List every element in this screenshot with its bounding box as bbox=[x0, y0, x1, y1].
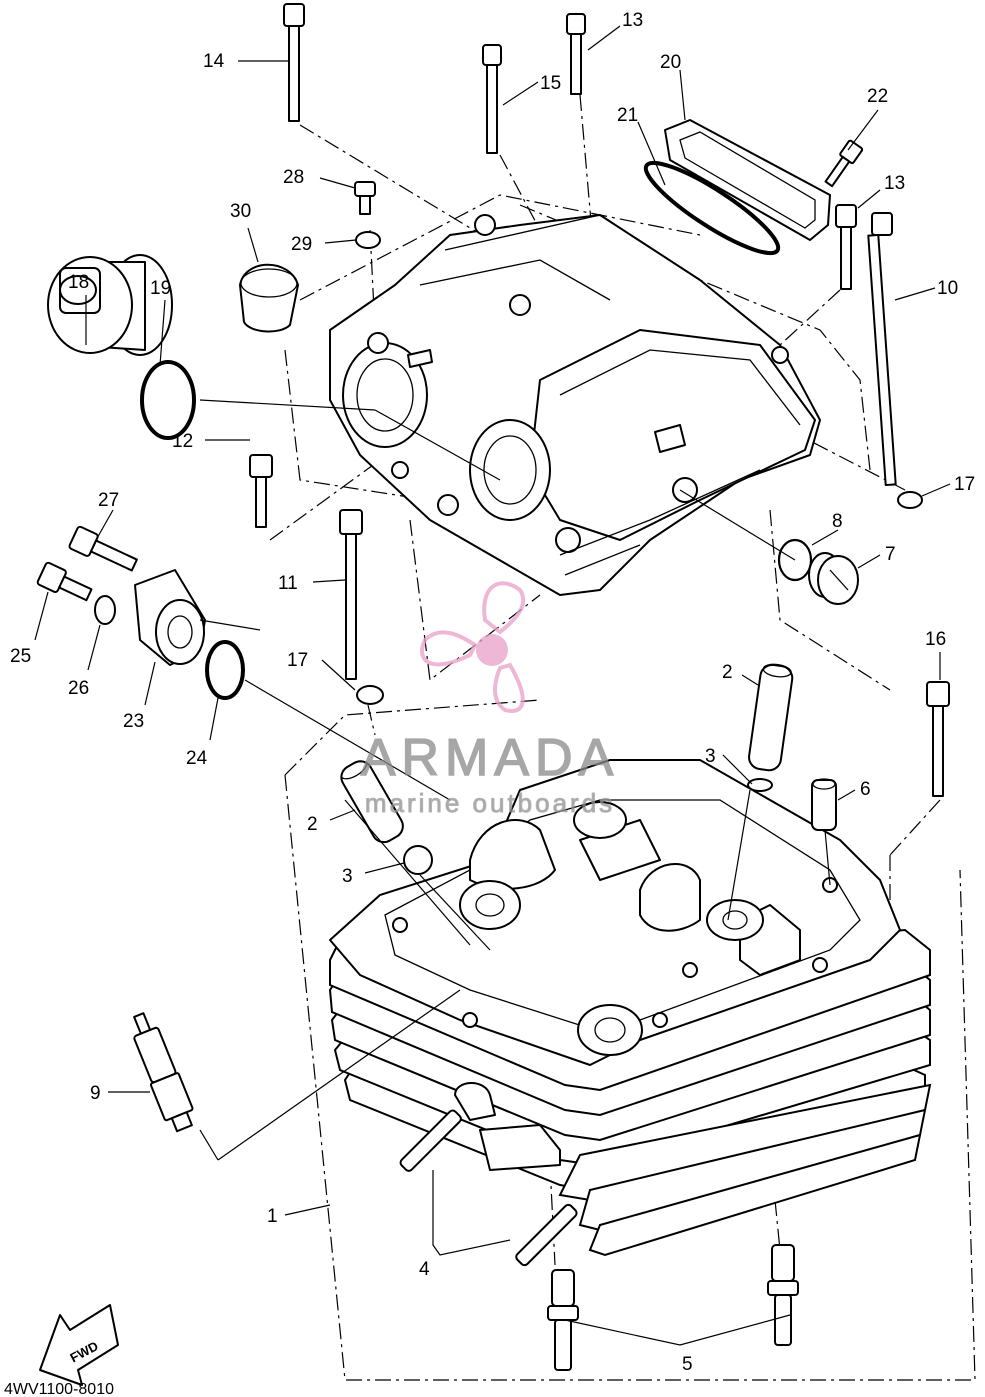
callout-labels: 1 2 2 3 3 4 5 6 7 8 9 10 11 12 13 13 14 … bbox=[4, 10, 975, 1397]
assembly-guide-lines bbox=[269, 94, 976, 1381]
bolt-25 bbox=[36, 561, 93, 602]
watermark-brand: ARMADA bbox=[361, 729, 619, 787]
dowel-6 bbox=[811, 778, 837, 831]
callout-20: 20 bbox=[660, 52, 681, 73]
washer-26 bbox=[94, 595, 116, 625]
callout-13b: 13 bbox=[884, 173, 905, 194]
bolt-16 bbox=[926, 681, 950, 797]
callout-8: 8 bbox=[832, 511, 843, 532]
callout-18: 18 bbox=[68, 272, 89, 293]
cylinder-head-cover bbox=[329, 214, 821, 596]
leader-lines bbox=[34, 25, 951, 1346]
fwd-arrow-icon bbox=[39, 1304, 119, 1386]
callout-11: 11 bbox=[278, 573, 298, 594]
callout-17a: 17 bbox=[954, 474, 975, 495]
bolt-22 bbox=[824, 139, 864, 188]
o-ring-21 bbox=[643, 160, 781, 256]
spark-plug-9 bbox=[133, 1012, 194, 1133]
callout-21: 21 bbox=[617, 105, 638, 126]
armada-watermark: ARMADA marine outboards bbox=[360, 581, 619, 819]
callout-22: 22 bbox=[867, 86, 888, 107]
callout-13a: 13 bbox=[622, 10, 643, 31]
washer-29 bbox=[355, 231, 381, 249]
cylinder-head bbox=[328, 759, 932, 1257]
callout-3b: 3 bbox=[342, 866, 353, 887]
circlip-3-left bbox=[403, 845, 433, 875]
callout-6: 6 bbox=[860, 779, 871, 800]
washer-17-right bbox=[897, 491, 923, 509]
callout-17b: 17 bbox=[287, 650, 308, 671]
callout-27: 27 bbox=[98, 490, 119, 511]
bolt-12 bbox=[249, 454, 273, 528]
callout-7: 7 bbox=[885, 544, 896, 565]
plug-7 bbox=[808, 552, 859, 605]
callout-10: 10 bbox=[937, 278, 958, 299]
bolt-11 bbox=[339, 509, 363, 680]
callout-28: 28 bbox=[283, 167, 304, 188]
callout-23: 23 bbox=[123, 711, 144, 732]
valve-guide-2-left bbox=[340, 760, 404, 844]
cap-23 bbox=[134, 569, 206, 666]
loose-parts bbox=[36, 3, 950, 1386]
plug-18 bbox=[47, 254, 173, 356]
callout-9: 9 bbox=[90, 1083, 101, 1104]
bolt-15 bbox=[482, 44, 502, 154]
diagram-code: 4WV1100-8010 bbox=[4, 1381, 114, 1397]
callout-1: 1 bbox=[267, 1206, 278, 1227]
bolt-13-upper bbox=[566, 13, 586, 95]
callout-2a: 2 bbox=[722, 662, 733, 683]
stud-5-right bbox=[767, 1244, 799, 1346]
callout-15: 15 bbox=[540, 73, 561, 94]
valve-guide-2-right bbox=[748, 663, 794, 772]
watermark-tagline: marine outboards bbox=[365, 788, 615, 818]
callout-12: 12 bbox=[172, 431, 193, 452]
callout-3a: 3 bbox=[705, 746, 716, 767]
callout-24: 24 bbox=[186, 748, 208, 769]
stud-4-upper bbox=[399, 1109, 462, 1172]
callout-14: 14 bbox=[203, 51, 225, 72]
collar-30 bbox=[239, 263, 299, 333]
bolt-28 bbox=[354, 181, 376, 215]
bolt-10 bbox=[867, 212, 897, 487]
callout-16: 16 bbox=[925, 629, 946, 650]
callout-4: 4 bbox=[419, 1259, 430, 1280]
circlip-3-right bbox=[747, 778, 773, 792]
callout-5: 5 bbox=[682, 1354, 693, 1375]
callout-25: 25 bbox=[10, 646, 31, 667]
bolt-27 bbox=[68, 525, 138, 572]
bolt-14 bbox=[283, 3, 305, 122]
bolt-13-right bbox=[835, 204, 857, 290]
callout-30: 30 bbox=[230, 201, 251, 222]
washer-17-left bbox=[356, 685, 384, 705]
propeller-logo-icon bbox=[420, 581, 526, 713]
stud-4-lower bbox=[515, 1203, 578, 1267]
callout-2b: 2 bbox=[307, 814, 318, 835]
o-ring-24 bbox=[205, 640, 245, 700]
o-ring-8 bbox=[777, 538, 813, 582]
callout-19: 19 bbox=[150, 278, 171, 299]
cover-gasket-20 bbox=[664, 119, 831, 241]
callout-29: 29 bbox=[291, 234, 312, 255]
o-ring-19 bbox=[140, 360, 196, 440]
stud-5-left bbox=[547, 1269, 579, 1371]
callout-26: 26 bbox=[68, 678, 89, 699]
